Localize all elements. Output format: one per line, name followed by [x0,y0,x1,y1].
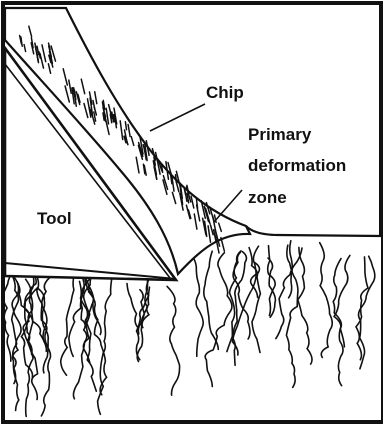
primary-zone-label-line2: deformation [248,156,346,175]
primary-zone-label-line1: Primary [248,125,312,144]
tool-label: Tool [37,209,72,228]
chip-streak [162,165,163,172]
chip-label: Chip [206,83,244,102]
primary-zone-label-line3: zone [248,188,287,207]
